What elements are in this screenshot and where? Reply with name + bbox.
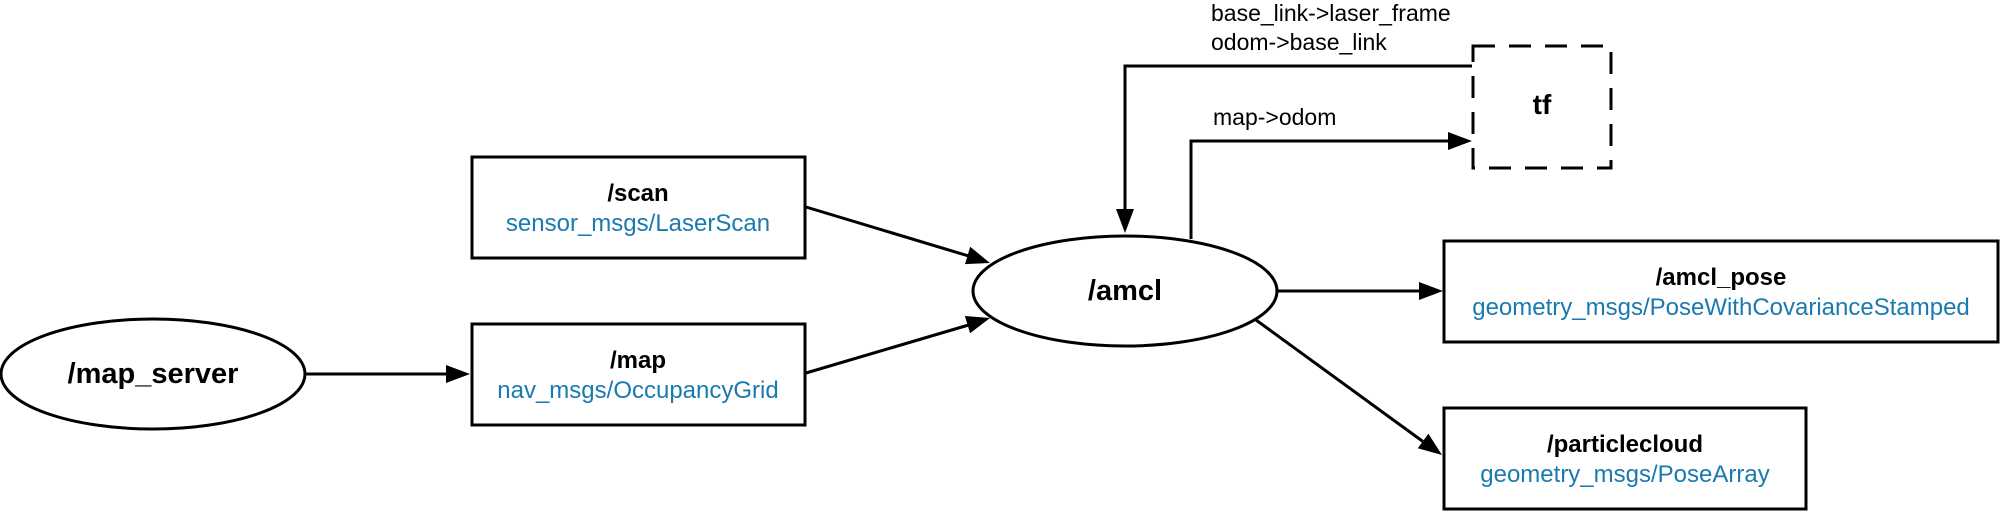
edge-amcl-to-particlecloud bbox=[1255, 318, 1442, 455]
node-map-server: /map_server bbox=[0, 317, 307, 431]
edge-label-odom-base-link: odom->base_link bbox=[1211, 29, 1387, 55]
edge-scan-to-amcl bbox=[805, 205, 990, 265]
node-amcl-title: /amcl bbox=[1088, 275, 1162, 307]
topic-scan-type: sensor_msgs/LaserScan bbox=[506, 210, 770, 237]
topic-map-name: /map bbox=[610, 347, 666, 374]
node-tf: tf bbox=[1471, 44, 1613, 170]
topic-scan-name: /scan bbox=[607, 180, 668, 207]
topic-amcl-pose-name: /amcl_pose bbox=[1656, 264, 1787, 291]
node-map-server-title: /map_server bbox=[68, 358, 239, 390]
node-tf-title: tf bbox=[1533, 89, 1552, 120]
edge-map-server-to-map bbox=[306, 365, 470, 383]
topic-particlecloud-name: /particlecloud bbox=[1547, 431, 1703, 458]
node-amcl: /amcl bbox=[971, 234, 1279, 348]
edge-label-map-odom: map->odom bbox=[1213, 104, 1336, 130]
topic-particlecloud-type: geometry_msgs/PoseArray bbox=[1480, 461, 1769, 488]
edge-tf-to-amcl bbox=[1116, 64, 1472, 233]
topic-scan: /scan sensor_msgs/LaserScan bbox=[470, 155, 807, 260]
edge-amcl-to-amcl-pose bbox=[1277, 282, 1443, 300]
topic-particlecloud: /particlecloud geometry_msgs/PoseArray bbox=[1442, 406, 1808, 511]
topic-map-type: nav_msgs/OccupancyGrid bbox=[497, 377, 778, 404]
edge-amcl-to-tf bbox=[1189, 132, 1472, 239]
topic-map: /map nav_msgs/OccupancyGrid bbox=[470, 322, 807, 427]
topic-amcl-pose: /amcl_pose geometry_msgs/PoseWithCovaria… bbox=[1442, 239, 2000, 344]
edge-label-base-link-laser-frame: base_link->laser_frame bbox=[1211, 0, 1451, 26]
edge-map-to-amcl bbox=[805, 316, 990, 375]
topic-amcl-pose-type: geometry_msgs/PoseWithCovarianceStamped bbox=[1472, 294, 1970, 321]
